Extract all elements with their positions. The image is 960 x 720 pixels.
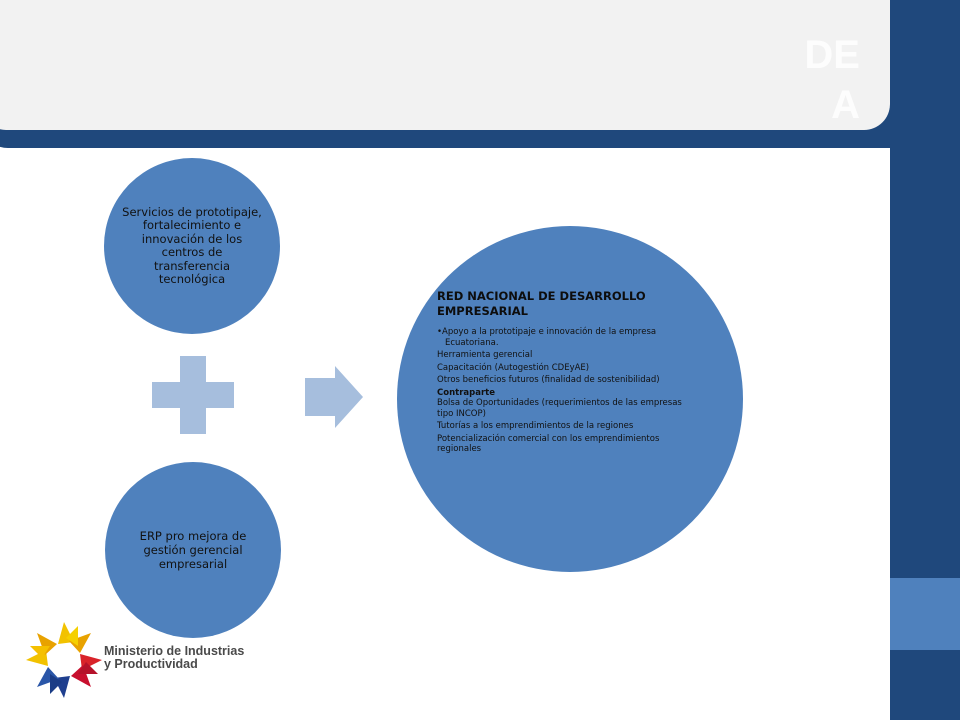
contraparte-line: Bolsa de Oportunidades (requerimientos d… bbox=[437, 398, 682, 419]
prototyping-services-text: Servicios de prototipaje, fortalecimient… bbox=[122, 204, 262, 286]
network-bullet: •Apoyo a la prototipaje e innovación de … bbox=[437, 327, 657, 348]
erp-text: ERP pro mejora de gestión gerencial empr… bbox=[139, 529, 247, 571]
contraparte-line: Potencialización comercial con los empre… bbox=[437, 433, 660, 455]
network-line: Otros beneficios futuros (finalidad de s… bbox=[437, 375, 660, 385]
network-line: Herramienta gerencial bbox=[437, 350, 533, 360]
erp-circle: ERP pro mejora de gestión gerencial empr… bbox=[105, 462, 281, 638]
network-line: Capacitación (Autogestión CDEyAE) bbox=[437, 362, 590, 373]
slide-title-line-2: A bbox=[831, 83, 860, 127]
slide-title-line-1: DE bbox=[804, 33, 860, 77]
contraparte-line: Tutorías a los emprendimientos de la reg… bbox=[437, 421, 634, 431]
ministry-name-line-2: y Productividad bbox=[104, 657, 198, 671]
slide-title: DE A bbox=[600, 30, 860, 130]
header-panel bbox=[0, 0, 890, 130]
plus-icon bbox=[152, 356, 234, 434]
network-circle: RED NACIONAL DE DESARROLLO EMPRESARIAL •… bbox=[397, 226, 743, 572]
ministry-name-line-1: Ministerio de Industrias bbox=[104, 644, 245, 658]
network-title: RED NACIONAL DE DESARROLLO EMPRESARIAL bbox=[437, 289, 646, 318]
network-content: RED NACIONAL DE DESARROLLO EMPRESARIAL •… bbox=[437, 289, 687, 457]
right-arrow-icon bbox=[305, 366, 363, 428]
ministry-logo-icon bbox=[26, 622, 102, 698]
prototyping-services-circle: Servicios de prototipaje, fortalecimient… bbox=[104, 158, 280, 334]
ministry-logo-text: Ministerio de Industrias y Productividad bbox=[104, 645, 274, 671]
side-bar-accent bbox=[890, 578, 960, 650]
contraparte-label: Contraparte bbox=[437, 387, 495, 398]
